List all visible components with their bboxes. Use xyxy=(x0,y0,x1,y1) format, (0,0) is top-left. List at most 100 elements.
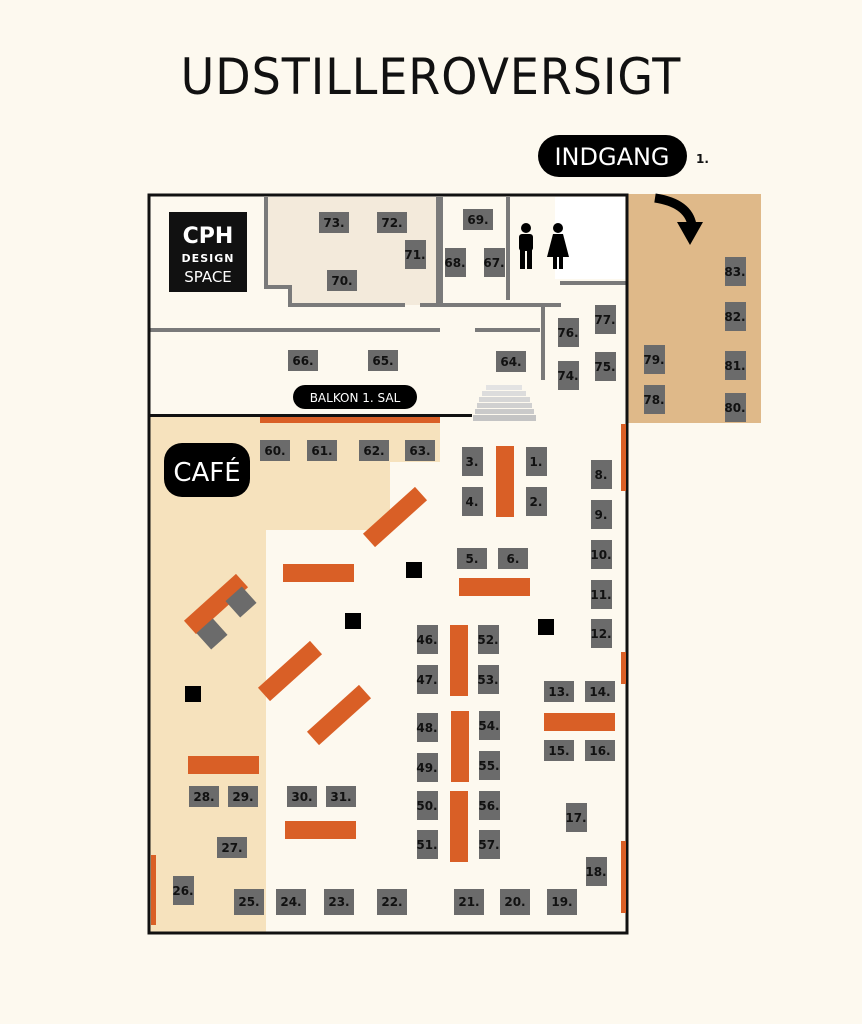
balcony-label: BALKON 1. SAL xyxy=(293,385,417,409)
booth-number-81: 81. xyxy=(724,359,745,373)
booth-77 xyxy=(595,305,616,334)
table-41 xyxy=(183,573,249,635)
booth-80 xyxy=(725,393,746,422)
booth-number-75: 75. xyxy=(594,360,615,374)
table-50-57 xyxy=(450,791,468,862)
booth-13 xyxy=(544,681,574,702)
booth-9 xyxy=(591,500,612,529)
balcony-text: BALKON 1. SAL xyxy=(310,391,401,405)
booth-70 xyxy=(327,270,357,291)
booth-number-19: 19. xyxy=(551,895,572,909)
booth-8 xyxy=(591,460,612,489)
booth-14 xyxy=(585,681,615,702)
booth-number-83: 83. xyxy=(724,265,745,279)
booth-labels: 1.2.3.4.5.6.7.8.9.10.11.12.13.14.15.16.1… xyxy=(0,0,746,909)
booth-30 xyxy=(287,786,317,807)
booth-19 xyxy=(547,889,577,915)
booth-21 xyxy=(454,889,484,915)
booth-number-34: 34. xyxy=(0,0,11,3)
booth-40 xyxy=(225,586,257,618)
booth-number-50: 50. xyxy=(416,799,437,813)
booth-number-5: 5. xyxy=(466,552,479,566)
entrance-text: INDGANG xyxy=(554,143,669,171)
booth-number-49: 49. xyxy=(416,761,437,775)
booth-39 xyxy=(196,618,228,650)
booth-number-47: 47. xyxy=(416,673,437,687)
entrance-label: INDGANG xyxy=(538,135,687,177)
table-48-55 xyxy=(451,711,469,782)
booth-number-10: 10. xyxy=(590,548,611,562)
booth-63 xyxy=(405,440,435,461)
inner-walls xyxy=(150,197,626,380)
booth-number-23: 23. xyxy=(328,895,349,909)
booth-number-71: 71. xyxy=(404,248,425,262)
booth-number-66: 66. xyxy=(292,354,313,368)
booth-number-55: 55. xyxy=(478,759,499,773)
booth-4 xyxy=(462,487,483,516)
booth-16 xyxy=(585,740,615,761)
booth-number-14: 14. xyxy=(589,685,610,699)
table-32 xyxy=(285,821,356,839)
booth-number-62: 62. xyxy=(363,444,384,458)
booth-number-80: 80. xyxy=(724,401,745,415)
booth-number-33: 33. xyxy=(0,0,11,3)
booth-number-11: 11. xyxy=(590,588,611,602)
booth-number-30: 30. xyxy=(291,790,312,804)
booth-number-59: 59. xyxy=(0,0,11,3)
wall-tables xyxy=(151,417,626,925)
booth-number-16: 16. xyxy=(589,744,610,758)
booth-26 xyxy=(173,876,194,905)
booth-46 xyxy=(417,625,438,654)
booth-number-13: 13. xyxy=(548,685,569,699)
booth-48 xyxy=(417,713,438,742)
table-46-53 xyxy=(450,625,468,696)
booth-number-53: 53. xyxy=(477,673,498,687)
booth-number-82: 82. xyxy=(724,310,745,324)
booth-number-74: 74. xyxy=(557,369,578,383)
table-43-44 xyxy=(283,564,354,582)
booth-number-4: 4. xyxy=(466,495,479,509)
booth-number-79: 79. xyxy=(643,353,664,367)
booth-number-35: 35. xyxy=(0,0,11,3)
booth-number-44: 44 xyxy=(0,0,8,3)
booth-number-51: 51. xyxy=(416,838,437,852)
restroom-man-icon xyxy=(519,223,533,269)
booth-number-20: 20. xyxy=(504,895,525,909)
booth-number-37: 37. xyxy=(0,0,11,3)
booth-25 xyxy=(234,889,264,915)
booth-74 xyxy=(558,361,579,390)
booth-47 xyxy=(417,665,438,694)
booth-50 xyxy=(417,791,438,820)
booth-69 xyxy=(463,209,493,230)
booth-75 xyxy=(595,352,616,381)
booth-number-46: 46. xyxy=(416,633,437,647)
booth-81 xyxy=(725,351,746,380)
booth-number-31: 31. xyxy=(330,790,351,804)
booth-3 xyxy=(462,447,483,476)
entrance-booth-number: 1. xyxy=(696,152,709,166)
booth-number-68: 68. xyxy=(444,256,465,270)
cafe-text: CAFÉ xyxy=(173,456,240,488)
booth-number-18: 18. xyxy=(585,865,606,879)
exhibit-tables xyxy=(183,446,615,862)
booth-number-40: 40. xyxy=(0,0,11,3)
booth-60 xyxy=(260,440,290,461)
booth-number-69: 69. xyxy=(467,213,488,227)
booth-number-8: 8. xyxy=(595,468,608,482)
booth-11 xyxy=(591,580,612,609)
booth-number-22: 22. xyxy=(381,895,402,909)
restroom-area xyxy=(555,197,625,279)
outer-wall xyxy=(147,193,629,935)
booth-17 xyxy=(566,803,587,832)
table-13-16 xyxy=(544,713,615,731)
booth-number-26: 26. xyxy=(172,884,193,898)
booth-number-17: 17. xyxy=(565,811,586,825)
restroom-woman-icon xyxy=(547,223,569,269)
booth-65 xyxy=(368,350,398,371)
table-33-35 xyxy=(306,684,372,746)
booth-number-24: 24. xyxy=(280,895,301,909)
booth-73 xyxy=(319,212,349,233)
booth-61 xyxy=(307,440,337,461)
booth-number-63: 63. xyxy=(409,444,430,458)
booth-52 xyxy=(478,625,499,654)
